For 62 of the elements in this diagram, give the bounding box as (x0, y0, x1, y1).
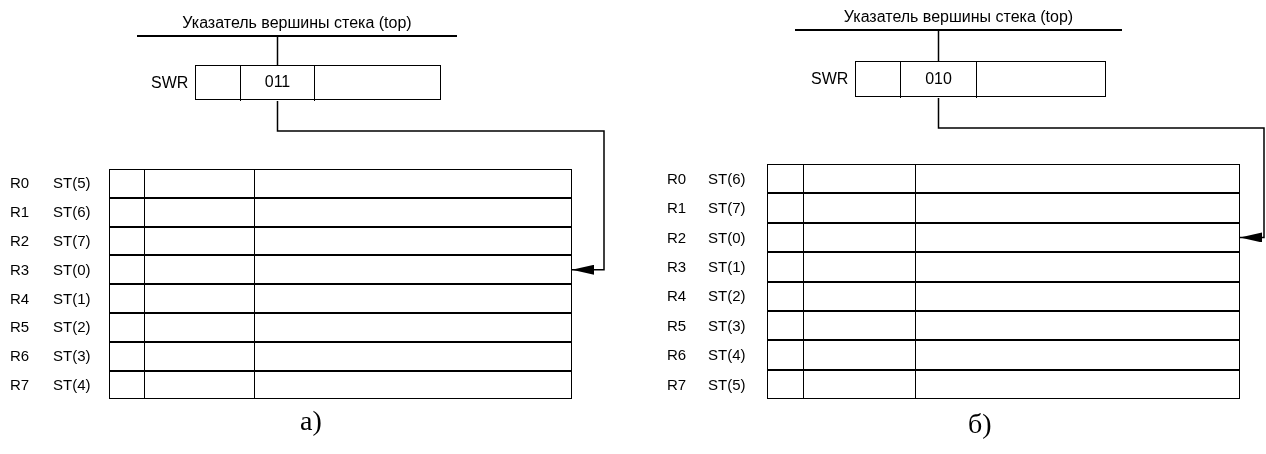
register-name: R2 (667, 228, 687, 247)
stack-register-row (109, 255, 572, 285)
panel-caption: а) (300, 405, 322, 437)
register-field: 011 (240, 66, 315, 101)
stack-register-row (109, 197, 572, 227)
pointer-arrow (937, 97, 1265, 243)
stack-register-row (109, 313, 572, 342)
stack-register-row (109, 226, 572, 256)
stack-position-label: ST(7) (53, 232, 91, 250)
pointer-title: Указатель вершины стека (top) (795, 7, 1122, 31)
register-name: R4 (10, 289, 30, 308)
stack-position-label: ST(0) (708, 228, 746, 247)
stack-position-label: ST(6) (53, 203, 91, 222)
stack-register-row (109, 284, 572, 313)
connector-line (937, 30, 940, 63)
stack-position-label: ST(1) (53, 289, 91, 308)
register-name: R7 (667, 375, 687, 394)
panel-caption: б) (968, 408, 992, 440)
stack-position-label: ST(3) (708, 316, 746, 335)
register-name: R5 (667, 316, 687, 335)
register-name: SWR (151, 73, 189, 92)
stack-register-row (109, 341, 572, 371)
stack-position-label: ST(4) (708, 346, 746, 365)
stack-register-row (767, 281, 1240, 311)
stack-register-row (767, 222, 1240, 253)
connector-line (276, 36, 279, 67)
stack-position-label: ST(6) (708, 169, 746, 188)
stack-register-row (109, 370, 572, 400)
stack-position-label: ST(7) (708, 199, 746, 218)
register-name: R0 (667, 169, 687, 188)
stack-register-row (767, 252, 1240, 282)
stack-position-label: ST(5) (708, 375, 746, 394)
register-name: R1 (10, 203, 30, 222)
stack-register-row (767, 164, 1240, 194)
register-name: R3 (10, 260, 30, 279)
stack-position-label: ST(2) (53, 318, 91, 337)
stack-position-label: ST(5) (53, 174, 91, 193)
register-name: R3 (667, 257, 687, 276)
stack-register-row (767, 193, 1240, 223)
register-name: R6 (10, 347, 30, 366)
pointer-arrow (276, 100, 605, 275)
register-name: R1 (667, 199, 687, 218)
register-box (195, 65, 441, 100)
stack-position-label: ST(2) (708, 287, 746, 306)
stack-register-row (767, 369, 1240, 400)
pointer-title: Указатель вершины стека (top) (137, 13, 457, 37)
register-name: R7 (10, 376, 30, 394)
register-name: R4 (667, 287, 687, 306)
stack-position-label: ST(1) (708, 257, 746, 276)
register-name: R2 (10, 232, 30, 250)
stack-position-label: ST(4) (53, 376, 91, 394)
register-name: R6 (667, 346, 687, 365)
stack-register-row (767, 311, 1240, 341)
register-box (855, 61, 1106, 97)
register-name: R0 (10, 174, 30, 193)
stack-register-row (767, 340, 1240, 370)
stack-register-row (109, 169, 572, 198)
register-name: R5 (10, 318, 30, 337)
stack-position-label: ST(3) (53, 347, 91, 366)
stack-position-label: ST(0) (53, 260, 91, 279)
register-name: SWR (811, 70, 849, 88)
register-field: 010 (900, 62, 977, 98)
